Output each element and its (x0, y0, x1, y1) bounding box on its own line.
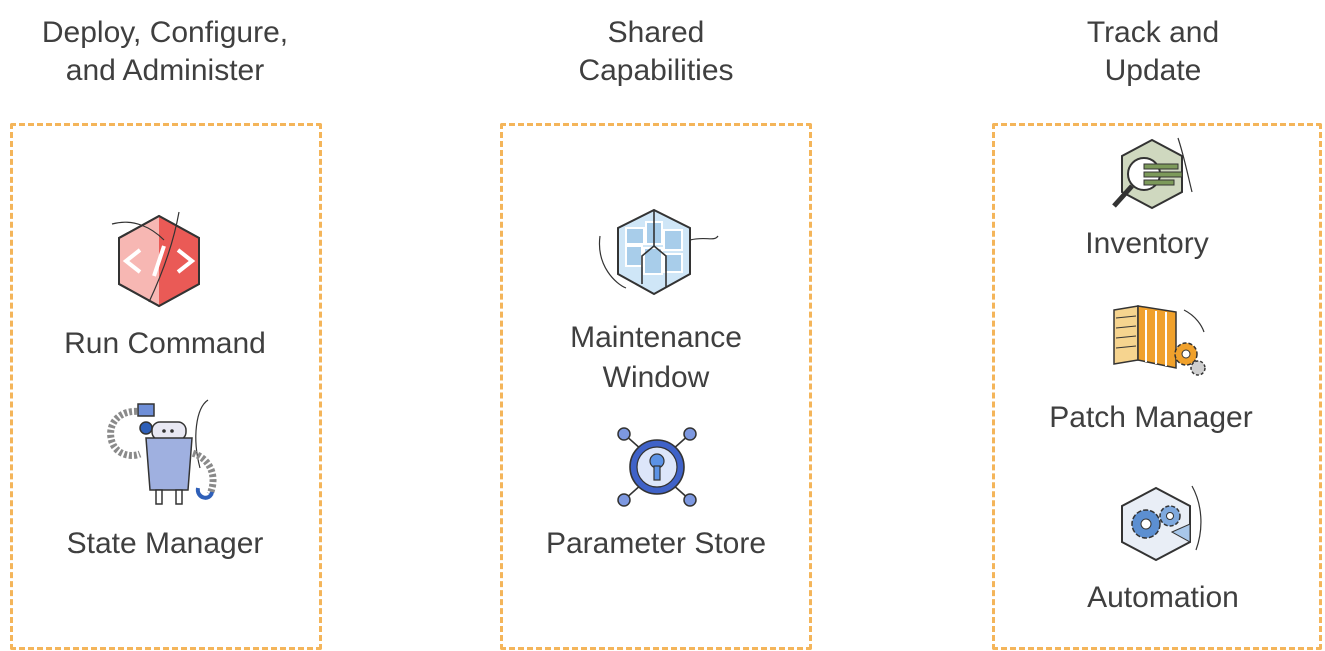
run-command-icon (111, 211, 200, 308)
group-box-shared (500, 123, 812, 650)
column-title-line: Capabilities (578, 54, 734, 87)
column-title-line: and Administer (65, 54, 265, 87)
parameter-store-label: Parameter Store (500, 524, 812, 564)
label-line: Automation (1087, 581, 1239, 614)
state-manager-icon (107, 399, 217, 505)
column-title-line: Update (1104, 54, 1202, 87)
state-manager-label: State Manager (10, 524, 320, 564)
automation-icon (1121, 485, 1202, 562)
label-line: Maintenance (570, 321, 742, 354)
group-box-track (992, 123, 1322, 650)
column-title-line: Deploy, Configure, (41, 16, 289, 49)
inventory-label: Inventory (992, 224, 1302, 264)
inventory-icon (1112, 137, 1193, 210)
maintenance-window-icon (598, 208, 719, 296)
patch-manager-label: Patch Manager (992, 398, 1310, 438)
automation-label: Automation (1000, 578, 1325, 618)
column-title-shared: Shared Capabilities (500, 14, 812, 90)
column-title-line: Track and (1086, 16, 1220, 49)
label-line: Parameter Store (545, 527, 767, 560)
label-line: State Manager (66, 527, 264, 560)
patch-manager-icon (1113, 305, 1206, 376)
label-line: Window (602, 361, 710, 394)
group-box-deploy (10, 123, 322, 650)
maintenance-window-label: Maintenance Window (500, 318, 812, 398)
label-line: Patch Manager (1049, 401, 1253, 434)
label-line: Inventory (1085, 227, 1209, 260)
column-title-line: Shared (607, 16, 705, 49)
label-line: Run Command (64, 327, 266, 360)
column-title-deploy: Deploy, Configure, and Administer (10, 14, 320, 90)
column-title-track: Track and Update (992, 14, 1314, 90)
run-command-label: Run Command (10, 324, 320, 364)
parameter-store-icon (617, 427, 697, 507)
